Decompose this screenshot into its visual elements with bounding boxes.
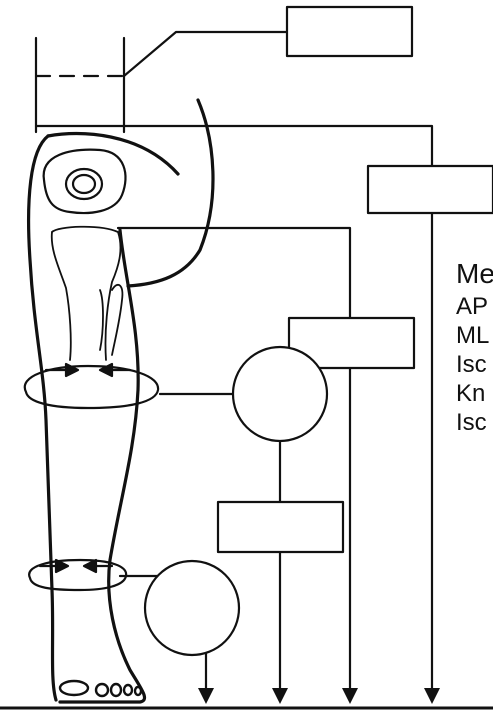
thigh-stump xyxy=(34,36,126,134)
down-arrow-icon xyxy=(424,688,440,704)
legend-item: Isc xyxy=(456,351,487,378)
calf-circumference xyxy=(23,362,160,410)
legend-item: Isc xyxy=(456,409,487,436)
legend-item: ML xyxy=(456,322,490,349)
down-arrow-icon xyxy=(198,688,214,704)
label-box-top xyxy=(285,5,414,58)
label-box-lower xyxy=(216,500,345,554)
legend-title: Me xyxy=(456,258,493,289)
legend: Me AP ML Isc Kn Isc xyxy=(456,256,493,437)
label-circle-lower xyxy=(143,559,241,657)
ankle-circumference xyxy=(28,558,128,592)
legend-item: AP xyxy=(456,293,489,320)
tibia-fibula xyxy=(50,225,124,361)
leader-line-top xyxy=(122,30,289,78)
down-arrow-icon xyxy=(342,688,358,704)
down-arrow-icon xyxy=(272,688,288,704)
knee-cross-section xyxy=(42,148,127,215)
label-box-right xyxy=(366,164,493,215)
label-circle-upper xyxy=(231,345,329,443)
legend-item: Kn xyxy=(456,380,486,407)
foot-toes xyxy=(58,679,143,698)
down-arrows xyxy=(198,688,440,704)
leg-outline xyxy=(26,98,215,704)
